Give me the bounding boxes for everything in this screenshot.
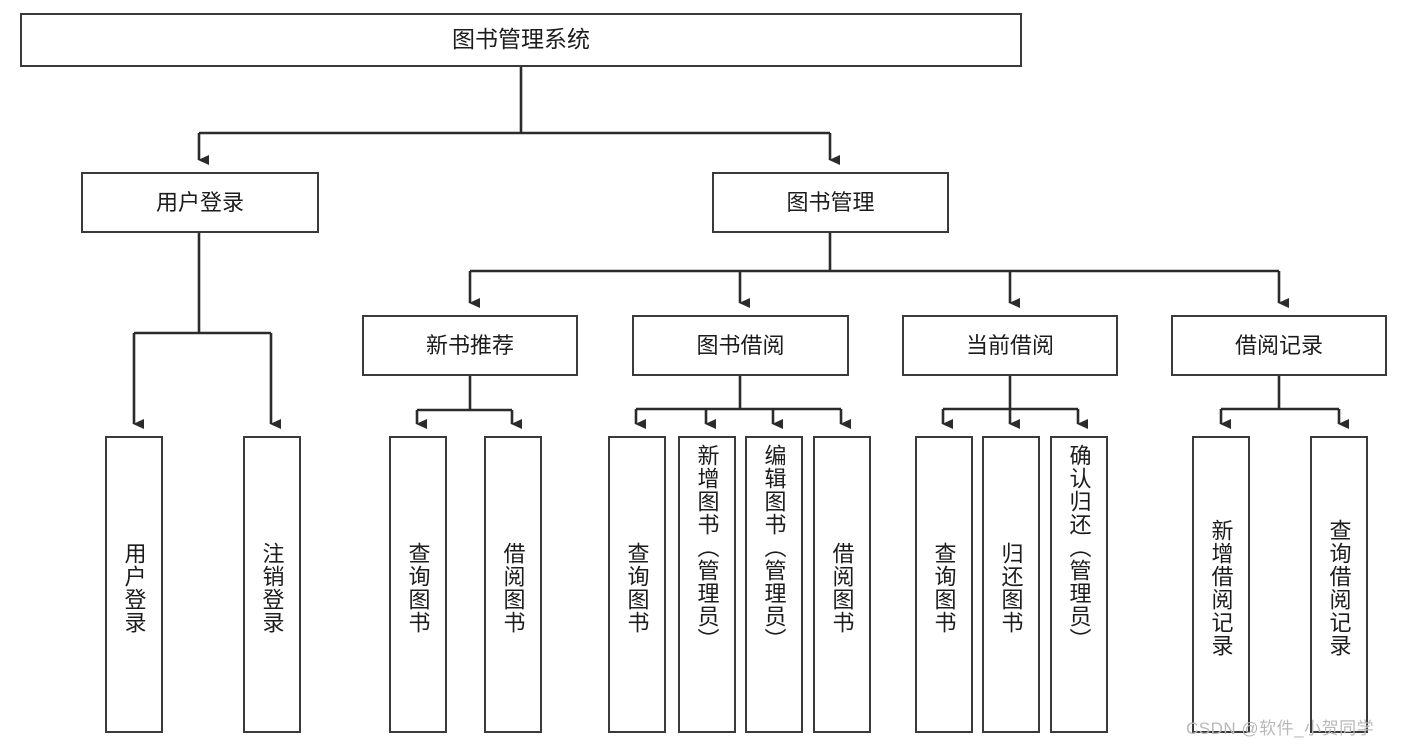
leaf-query-book-new[interactable]: 查询图书 (389, 436, 447, 733)
node-new-book-recommend[interactable]: 新书推荐 (362, 315, 578, 376)
node-label: 借阅图书 (500, 541, 526, 634)
node-label: 借阅图书 (829, 541, 855, 634)
node-borrow-records[interactable]: 借阅记录 (1171, 315, 1387, 376)
node-label: 图书借阅 (696, 332, 785, 358)
node-label: 编辑图书（管理员） (761, 444, 787, 651)
node-label: 查询图书 (405, 541, 431, 634)
leaf-borrow-book[interactable]: 借阅图书 (813, 436, 871, 733)
leaf-add-borrow-record[interactable]: 新增借阅记录 (1192, 436, 1250, 733)
node-label: 新增图书（管理员） (694, 444, 720, 651)
leaf-query-book-borrow[interactable]: 查询图书 (608, 436, 666, 733)
node-label: 用户登录 (155, 189, 244, 215)
leaf-query-borrow-record[interactable]: 查询借阅记录 (1310, 436, 1368, 733)
csdn-watermark: CSDN @软件_小贺同学 (1186, 719, 1375, 738)
node-label: 归还图书 (998, 541, 1024, 634)
node-label: 图书管理 (786, 189, 875, 215)
node-user-login[interactable]: 用户登录 (81, 172, 319, 233)
leaf-edit-book-admin[interactable]: 编辑图书（管理员） (745, 436, 803, 733)
node-label: 图书管理系统 (452, 26, 590, 53)
node-current-borrow[interactable]: 当前借阅 (902, 315, 1118, 376)
leaf-return-book[interactable]: 归还图书 (982, 436, 1040, 733)
node-label: 查询图书 (931, 541, 957, 634)
leaf-borrow-book-new[interactable]: 借阅图书 (484, 436, 542, 733)
node-label: 借阅记录 (1234, 332, 1323, 358)
leaf-logout[interactable]: 注销登录 (243, 436, 301, 733)
node-root-book-management-system[interactable]: 图书管理系统 (20, 13, 1022, 67)
node-book-management[interactable]: 图书管理 (712, 172, 949, 233)
node-label: 查询图书 (624, 541, 650, 634)
node-label: 当前借阅 (965, 332, 1054, 358)
node-book-borrow[interactable]: 图书借阅 (632, 315, 849, 376)
node-label: 用户登录 (121, 541, 147, 634)
node-label: 确认归还（管理员） (1066, 444, 1092, 651)
leaf-query-book-current[interactable]: 查询图书 (915, 436, 973, 733)
node-label: 新书推荐 (425, 332, 514, 358)
leaf-user-login[interactable]: 用户登录 (105, 436, 163, 733)
node-label: 新增借阅记录 (1208, 518, 1234, 657)
node-label: 注销登录 (259, 541, 285, 634)
leaf-confirm-return-admin[interactable]: 确认归还（管理员） (1050, 436, 1108, 733)
leaf-add-book-admin[interactable]: 新增图书（管理员） (678, 436, 736, 733)
node-label: 查询借阅记录 (1326, 518, 1352, 657)
